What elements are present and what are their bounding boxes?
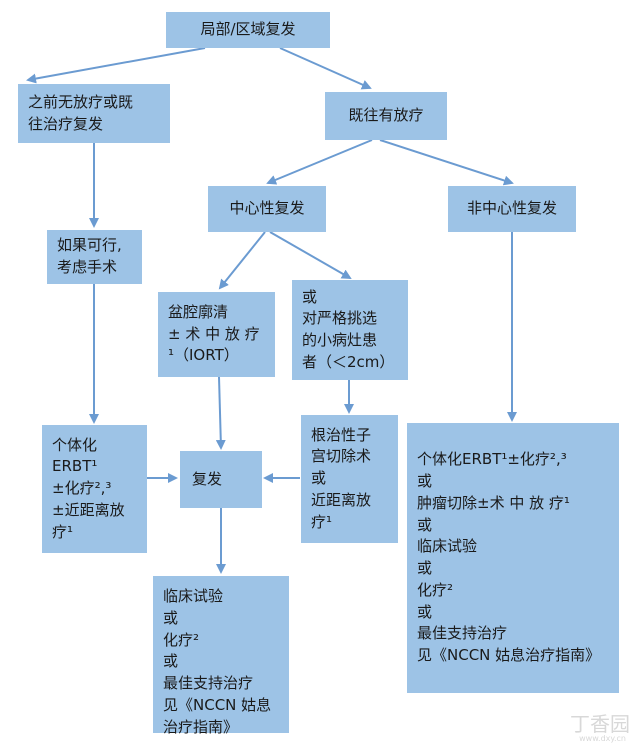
arrow-central-to-small [269, 231, 352, 279]
arrow-root-to-prior [279, 47, 372, 90]
node-prior-radiotherapy: 既往有放疗 [325, 92, 447, 140]
watermark-logo: 丁香园 [570, 712, 630, 736]
node-individualized-ebrt-left: 个体化 ERBT¹ ±化疗²,³ ±近距离放 疗¹ [42, 425, 147, 553]
node-central-recurrence: 中心性复发 [208, 186, 326, 232]
node-recurrence: 复发 [180, 451, 262, 508]
arrow-root-to-no-prior [26, 47, 206, 84]
node-clinical-trial-options: 临床试验 或 化疗² 或 最佳支持治疗 见《NCCN 姑息 治疗指南》 [153, 576, 289, 736]
node-pelvic-exenteration: 盆腔廓清 ± 术 中 放 疗 ¹（IORT） [158, 292, 275, 377]
node-small-lesion-option: 或 对严格挑选 的小病灶患 者（＜2cm） [292, 280, 408, 380]
node-consider-surgery: 如果可行, 考虑手术 [47, 230, 142, 284]
node-local-regional-recurrence: 局部/区域复发 [166, 12, 330, 48]
node-noncentral-treatment-options: 个体化ERBT¹±化疗²,³ 或 肿瘤切除±术 中 放 疗¹ 或 临床试验 或 … [407, 423, 619, 693]
node-no-prior-radiotherapy: 之前无放疗或既 往治疗复发 [18, 84, 170, 143]
arrow-central-to-pelvic [218, 231, 266, 290]
arrow-prior-to-noncentral [379, 139, 514, 186]
watermark-url: www.dxy.cn [579, 734, 626, 743]
arrow-pelvic-to-recurrence [215, 376, 226, 450]
node-radical-hysterectomy: 根治性子 宫切除术 或 近距离放 疗¹ [301, 415, 398, 543]
arrow-prior-to-central [266, 139, 373, 185]
node-noncentral-recurrence: 非中心性复发 [448, 186, 576, 232]
